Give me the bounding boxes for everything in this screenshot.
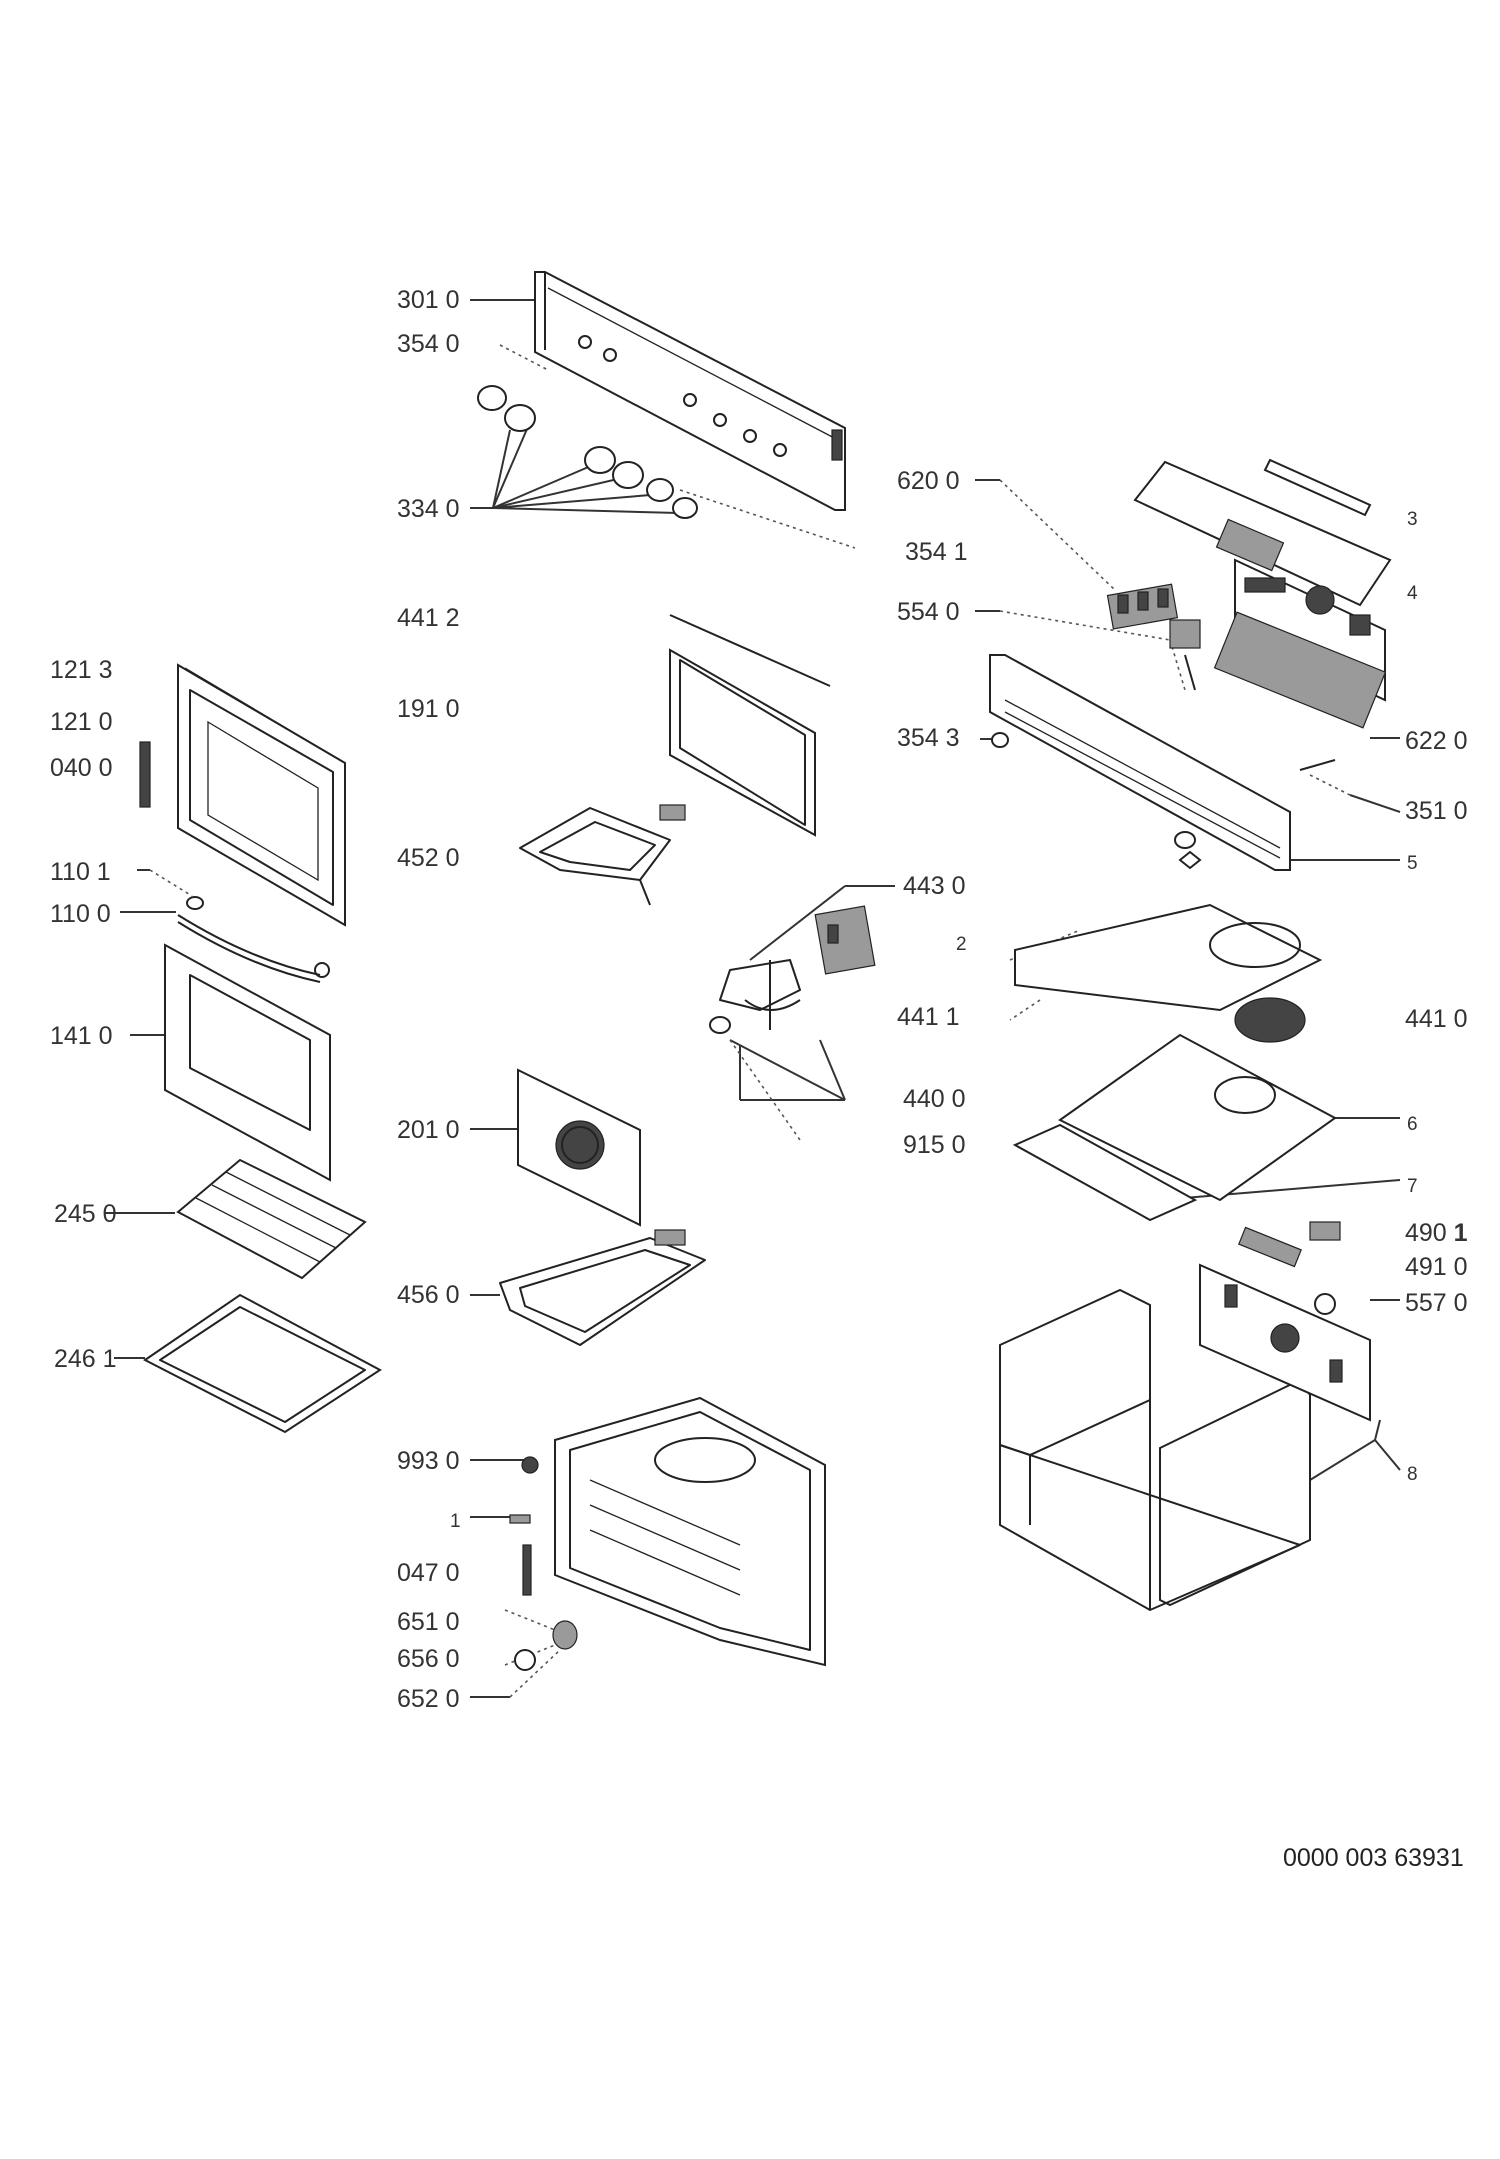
- oven-door-outer-part: [177, 663, 346, 927]
- label-110-0: 110 0: [50, 900, 111, 928]
- leader-lines: [104, 299, 1401, 1698]
- label-141-0: 141 0: [50, 1022, 113, 1050]
- label-557-0: 557 0: [1405, 1289, 1468, 1317]
- lower-frame-rail-part: [989, 654, 1336, 871]
- control-knobs-part: [477, 385, 698, 519]
- label-246-1: 246 1: [54, 1345, 117, 1373]
- label-354-1: 354 1: [905, 538, 968, 566]
- label-491-0: 491 0: [1405, 1253, 1468, 1281]
- label-554-0: 554 0: [897, 598, 960, 626]
- oven-rack-part: [176, 1158, 367, 1280]
- cavity-bottom-plate-part: [1012, 1123, 1198, 1222]
- label-441-0: 441 0: [1405, 1005, 1468, 1033]
- label-5: 5: [1407, 853, 1418, 874]
- label-110-1: 110 1: [50, 858, 111, 886]
- label-354-0: 354 0: [397, 330, 460, 358]
- cavity-top-panel-part: [1058, 1033, 1337, 1202]
- label-4: 4: [1407, 583, 1418, 604]
- switch-blocks-part: [1106, 583, 1387, 729]
- rear-fan-cover-part: [517, 1068, 641, 1227]
- door-hinge-part: [139, 741, 151, 808]
- label-354-3: 354 3: [897, 724, 960, 752]
- label-441-2: 441 2: [397, 604, 460, 632]
- label-652-0: 652 0: [397, 1685, 460, 1713]
- label-191-0: 191 0: [397, 695, 460, 723]
- label-334-0: 334 0: [397, 495, 460, 523]
- label-490-1: 490 1: [1405, 1219, 1468, 1247]
- label-443-0: 443 0: [903, 872, 966, 900]
- label-441-1: 441 1: [897, 1003, 960, 1031]
- label-3: 3: [1407, 509, 1418, 530]
- part-labels: 301 0 354 0 334 0 620 0 354 1 3 4 441 2 …: [50, 286, 1468, 1872]
- label-620-0: 620 0: [897, 467, 960, 495]
- label-440-0: 440 0: [903, 1085, 966, 1113]
- label-351-0: 351 0: [1405, 797, 1468, 825]
- oven-door-inner-part: [164, 943, 331, 1182]
- label-7: 7: [1407, 1176, 1418, 1197]
- bottom-heating-element-part: [499, 1229, 706, 1346]
- control-panel-part: [534, 271, 846, 511]
- label-6: 6: [1407, 1114, 1418, 1135]
- label-301-0: 301 0: [397, 286, 460, 314]
- label-121-0: 121 0: [50, 708, 113, 736]
- label-490-1-suffix: 1: [1454, 1219, 1468, 1247]
- fan-motor-part: [709, 905, 876, 1034]
- oven-cavity-part: [509, 1396, 826, 1671]
- baking-tray-part: [143, 1293, 382, 1434]
- label-651-0: 651 0: [397, 1608, 460, 1636]
- upper-insulation-panel-part: [1014, 903, 1323, 1043]
- label-1: 1: [450, 1511, 461, 1532]
- label-121-3: 121 3: [50, 656, 113, 684]
- label-490-1-number: 490: [1405, 1219, 1447, 1247]
- grill-heating-element-part: [519, 804, 686, 906]
- door-handle-part: [177, 896, 330, 983]
- oven-glass-part: [669, 614, 831, 837]
- label-622-0: 622 0: [1405, 727, 1468, 755]
- label-993-0: 993 0: [397, 1447, 460, 1475]
- label-8: 8: [1407, 1464, 1418, 1485]
- label-2: 2: [956, 934, 967, 955]
- label-047-0: 047 0: [397, 1559, 460, 1587]
- outer-housing-part: [999, 1221, 1371, 1611]
- label-915-0: 915 0: [903, 1131, 966, 1159]
- label-040-0: 040 0: [50, 754, 113, 782]
- document-code: 0000 003 63931: [1283, 1844, 1464, 1872]
- label-456-0: 456 0: [397, 1281, 460, 1309]
- label-201-0: 201 0: [397, 1116, 460, 1144]
- label-656-0: 656 0: [397, 1645, 460, 1673]
- label-452-0: 452 0: [397, 844, 460, 872]
